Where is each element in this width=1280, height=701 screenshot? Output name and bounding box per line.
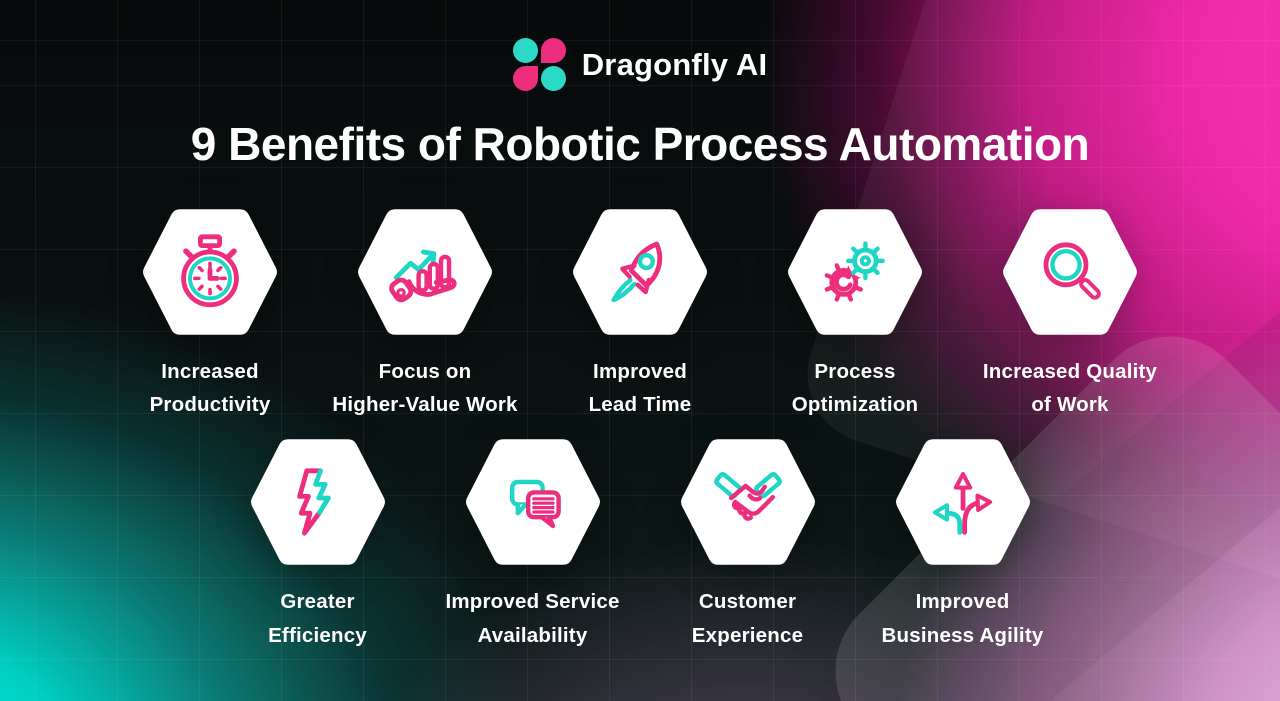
benefit-label: Customer Experience	[692, 585, 803, 651]
benefit-label: Greater Efficiency	[268, 585, 367, 651]
benefit-card-greater-efficiency: Greater Efficiency	[210, 431, 425, 651]
hexagon-badge	[463, 431, 603, 573]
brand-name: Dragonfly AI	[581, 46, 768, 82]
benefit-label: Process Optimization	[792, 355, 919, 421]
gears-icon	[824, 241, 885, 302]
hexagon-badge	[140, 201, 280, 343]
lightning-icon	[296, 468, 331, 537]
benefit-card-process-optimization: Process Optimization	[748, 201, 963, 421]
chat-bubbles-icon	[509, 480, 561, 529]
petal-teal-bottom-right	[540, 66, 566, 91]
benefit-card-increased-quality-of-work: Increased Quality of Work	[963, 201, 1178, 421]
benefit-card-increased-productivity: Increased Productivity	[103, 201, 318, 421]
benefits-row-1: Increased Productivity	[0, 201, 1280, 421]
benefit-label: Improved Lead Time	[589, 355, 692, 421]
hexagon-badge	[248, 431, 388, 573]
hexagon-badge	[785, 201, 925, 343]
benefit-label-line: Improved Service	[445, 590, 620, 614]
benefit-label-line: Lead Time	[588, 393, 692, 417]
benefit-card-customer-experience: Customer Experience	[640, 431, 855, 651]
benefit-card-improved-lead-time: Improved Lead Time	[533, 201, 748, 421]
hexagon-shape	[1003, 209, 1137, 335]
benefit-label-line: Increased Quality	[982, 360, 1158, 383]
petal-teal-top-left	[512, 38, 538, 63]
benefit-label-line: Focus on	[378, 360, 472, 383]
benefit-card-improved-service-availability: Improved Service Availability	[425, 431, 640, 651]
benefit-label: Increased Productivity	[150, 355, 271, 421]
benefit-label: Improved Service Availability	[445, 585, 619, 651]
benefit-label-line: Optimization	[791, 393, 919, 417]
benefit-label-line: Productivity	[149, 393, 271, 417]
hexagon-badge	[355, 201, 495, 343]
benefit-label-line: Efficiency	[268, 623, 367, 647]
hand-chart-icon	[389, 249, 457, 303]
benefits-row-2: Greater Efficiency	[0, 431, 1280, 651]
benefit-label-line: Process	[814, 360, 896, 383]
benefit-label: Focus on Higher-Value Work	[332, 355, 517, 421]
benefit-label-line: Higher-Value Work	[332, 393, 518, 417]
hexagon-badge	[1000, 201, 1140, 343]
petal-pink-bottom-left	[512, 66, 538, 91]
stopwatch-icon	[181, 234, 239, 308]
hexagon-badge	[570, 201, 710, 343]
benefit-label-line: Customer	[698, 590, 797, 614]
benefit-label-line: Availability	[477, 623, 588, 647]
hexagon-badge	[893, 431, 1033, 573]
magnifier-icon	[1043, 242, 1101, 300]
benefit-label-line: Greater	[280, 590, 355, 614]
benefit-label-line: Improved	[593, 360, 687, 383]
benefit-card-improved-business-agility: Improved Business Agility	[855, 431, 1070, 651]
dragonfly-petals-icon	[512, 38, 566, 91]
branching-arrows-icon	[932, 472, 992, 536]
benefit-label-line: Experience	[691, 623, 804, 647]
rocket-icon	[611, 241, 663, 303]
brand-header: Dragonfly AI	[0, 0, 1280, 91]
page-title: 9 Benefits of Robotic Process Automation	[190, 118, 1090, 170]
petal-pink-top-right	[540, 38, 566, 63]
benefit-label-line: Improved	[915, 590, 1010, 614]
benefit-label-line: of Work	[1031, 393, 1109, 417]
handshake-icon	[713, 472, 782, 522]
benefit-card-focus-higher-value-work: Focus on Higher-Value Work	[318, 201, 533, 421]
benefit-label: Improved Business Agility	[882, 585, 1044, 651]
benefit-label-line: Increased	[161, 360, 259, 383]
hexagon-shape	[250, 439, 385, 566]
benefit-label: Increased Quality of Work	[983, 355, 1157, 421]
hexagon-badge	[678, 431, 818, 573]
benefit-label-line: Business Agility	[881, 623, 1044, 647]
